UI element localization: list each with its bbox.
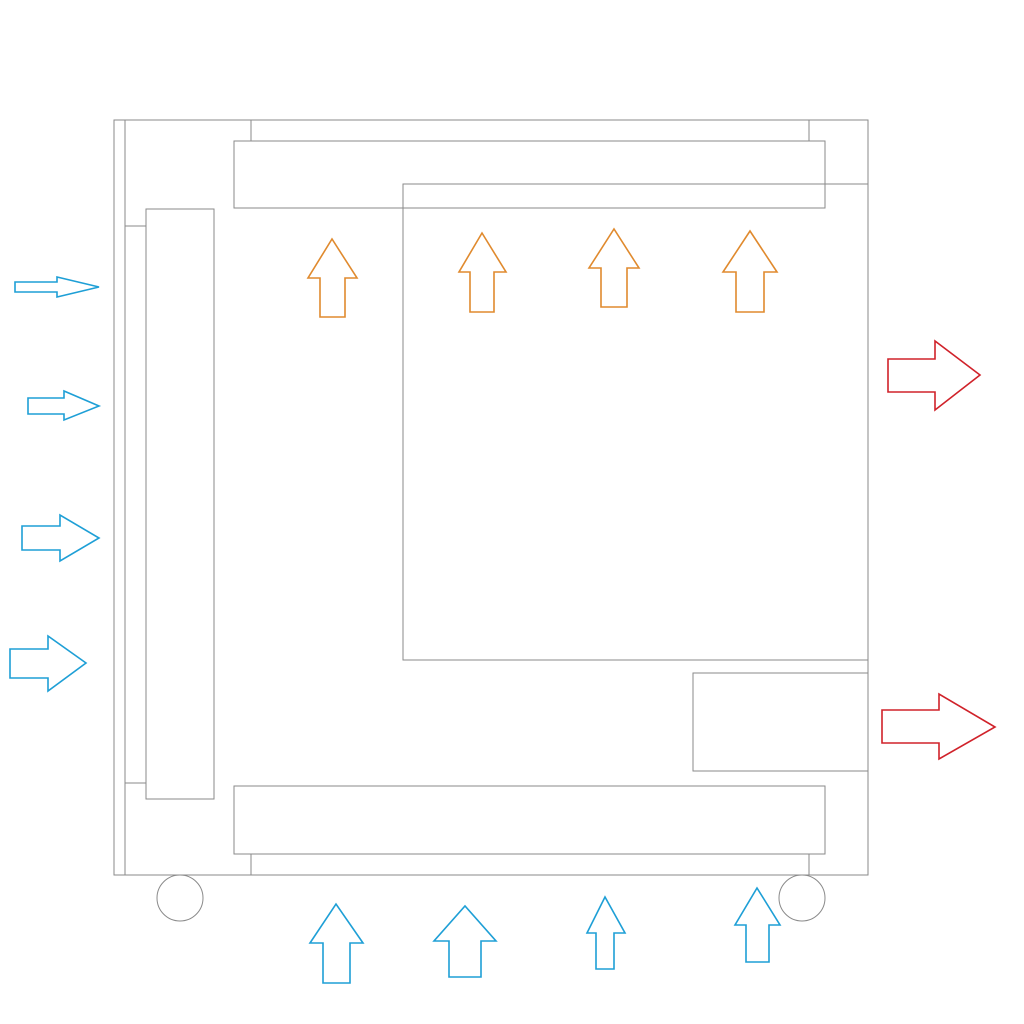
exhaust-arrow-1 <box>887 339 982 412</box>
intake-arrow-left-3 <box>21 513 101 563</box>
central-compartment <box>402 183 868 661</box>
intake-arrow-left-1 <box>14 275 100 299</box>
intake-arrow-bottom-2 <box>432 904 498 978</box>
intake-arrow-left-2 <box>27 389 102 422</box>
intake-arrows-left <box>9 275 102 693</box>
lower-right-compartment <box>692 672 868 772</box>
right-caster-wheel <box>778 874 826 922</box>
enclosure <box>113 119 869 876</box>
internal-arrow-2 <box>457 231 508 313</box>
internal-arrow-3 <box>587 227 641 308</box>
internal-arrow-1 <box>306 237 359 318</box>
top-horizontal-panel <box>233 140 826 209</box>
left-caster-wheel <box>156 874 204 922</box>
exhaust-arrow-2 <box>881 692 997 761</box>
intake-arrow-bottom-1 <box>308 902 365 984</box>
bottom-horizontal-panel <box>233 785 826 855</box>
intake-arrows-bottom <box>308 886 782 984</box>
enclosure-outer-frame <box>113 119 869 876</box>
internal-airflow-arrows <box>306 227 779 318</box>
intake-arrow-bottom-3 <box>585 895 627 970</box>
left-vertical-panel <box>145 208 215 800</box>
internal-arrow-4 <box>721 229 779 313</box>
exhaust-arrows-right <box>881 339 997 761</box>
intake-arrow-bottom-4 <box>733 886 782 963</box>
intake-arrow-left-4 <box>9 634 88 693</box>
